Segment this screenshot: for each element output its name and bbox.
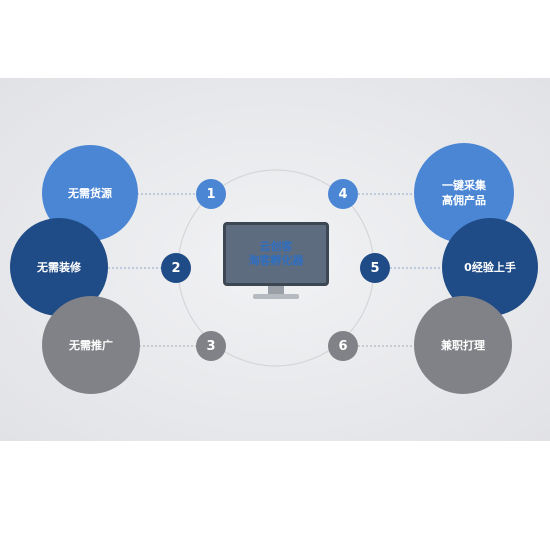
number-badge-5: 5 [360, 253, 390, 283]
monitor-screen: 云创客 淘客孵化器 [223, 222, 329, 286]
feature-circle-6: 兼职打理 [414, 296, 512, 394]
center-title-line1: 云创客 [259, 240, 293, 253]
number-badge-3: 3 [196, 331, 226, 361]
number-badge-6: 6 [328, 331, 358, 361]
monitor-stand-base [253, 294, 299, 299]
feature-label-4a: 一键采集 [442, 179, 486, 192]
feature-label-3: 无需推广 [69, 338, 113, 352]
number-badge-1: 1 [196, 179, 226, 209]
feature-label-1: 无需货源 [68, 186, 112, 200]
number-badge-4: 4 [328, 179, 358, 209]
monitor-stand-neck [268, 286, 284, 294]
monitor-icon: 云创客 淘客孵化器 [223, 222, 329, 300]
center-title-line2: 淘客孵化器 [248, 254, 304, 267]
feature-circle-1: 无需货源 [42, 145, 138, 241]
feature-label-2: 无需装修 [37, 260, 81, 274]
feature-label-6: 兼职打理 [441, 338, 485, 352]
number-badge-2: 2 [161, 253, 191, 283]
feature-label-5: 0经验上手 [464, 260, 516, 274]
feature-label-4b: 高佣产品 [442, 194, 486, 207]
feature-circle-3: 无需推广 [42, 296, 140, 394]
